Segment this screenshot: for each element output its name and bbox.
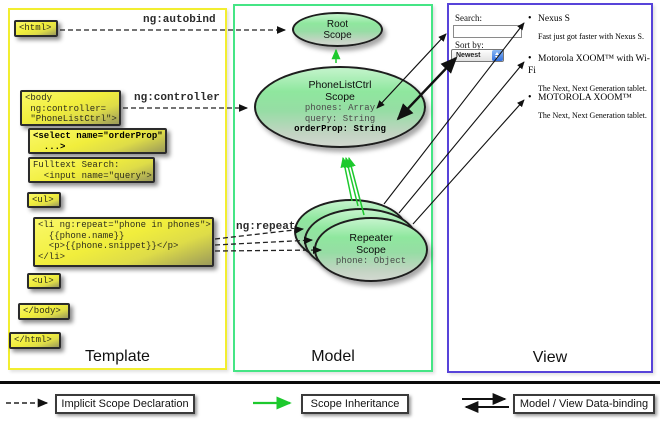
dropdown-stepper-icon: [492, 50, 503, 61]
scope-prop-phones: phones: Array: [304, 103, 376, 114]
scope-prop-orderprop: orderProp: String: [294, 124, 386, 135]
code-box-fulltext-search: Fulltext Search: <input name="query">: [28, 157, 155, 183]
code-box-html-close: </html>: [9, 332, 61, 349]
template-column-label: Template: [85, 348, 150, 365]
code-box-html-open: <html>: [14, 20, 58, 37]
phone-snippet: The Next, Next Generation tablet.: [538, 111, 647, 120]
phone-title: MOTOROLA XOOM™: [538, 93, 632, 103]
code-box-ul-close: <ul>: [27, 273, 61, 289]
phone-snippet: Fast just got faster with Nexus S.: [538, 32, 644, 41]
ng-controller-label: ng:controller: [134, 92, 220, 104]
legend-scope-inheritance: Scope Inheritance: [301, 394, 409, 414]
repeater-scope-title: Repeater Scope: [349, 232, 393, 257]
phone-list-item: •Motorola XOOM™ with Wi-Fi The Next, Nex…: [528, 53, 654, 94]
phonelistctrl-scope-ellipse: PhoneListCtrl Scope phones: Array query:…: [254, 66, 426, 148]
ng-repeat-label: ng:repeat: [236, 221, 296, 233]
search-label: Search:: [455, 13, 482, 23]
repeater-scope-ellipse-front: Repeater Scope phone: Object: [314, 217, 428, 282]
bullet-icon: •: [528, 13, 532, 24]
phone-title: Motorola XOOM™ with Wi-Fi: [528, 54, 650, 76]
code-box-ul-open: <ul>: [27, 192, 61, 208]
phone-title: Nexus S: [538, 14, 570, 24]
model-column-frame: [233, 4, 433, 372]
ng-autobind-label: ng:autobind: [143, 14, 216, 26]
view-column-label: View: [532, 349, 568, 366]
phonelistctrl-scope-title: PhoneListCtrl Scope: [308, 79, 372, 104]
sort-dropdown[interactable]: Newest: [451, 49, 504, 62]
model-column-label: Model: [311, 348, 355, 365]
code-box-body-open: <body ng:controller= "PhoneListCtrl">: [20, 90, 121, 126]
legend-separator-line: [0, 381, 660, 384]
sort-dropdown-value: Newest: [456, 52, 481, 59]
phone-list-item: • MOTOROLA XOOM™ The Next, Next Generatio…: [528, 92, 654, 121]
bullet-icon: •: [528, 53, 532, 64]
legend-model-view-data-binding: Model / View Data-binding: [513, 394, 655, 414]
phone-list-item: • Nexus S Fast just got faster with Nexus…: [528, 13, 654, 42]
code-box-body-close: </body>: [18, 303, 70, 320]
code-box-li-repeat: <li ng:repeat="phone in phones"> {{phone…: [33, 217, 214, 267]
scope-prop-query: query: String: [304, 113, 376, 124]
legend-implicit-scope-declaration: Implicit Scope Declaration: [55, 394, 195, 414]
phone-snippet: The Next, Next Generation tablet.: [538, 84, 647, 93]
code-box-select: <select name="orderProp" ...>: [28, 128, 167, 154]
bullet-icon: •: [528, 92, 532, 103]
search-input[interactable]: [453, 25, 522, 38]
root-scope-ellipse: Root Scope: [292, 12, 383, 47]
scope-prop-phone: phone: Object: [335, 256, 407, 267]
